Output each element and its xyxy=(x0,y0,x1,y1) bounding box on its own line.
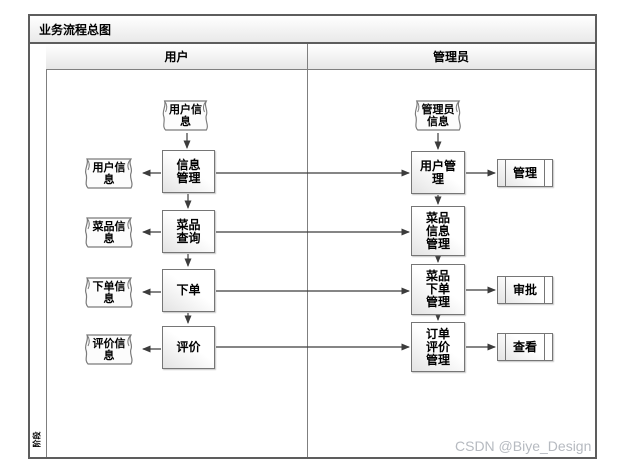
datastore-user-info-source: 用户信 息 xyxy=(157,99,214,132)
subprocess-label: 管理 xyxy=(512,165,537,180)
subprocess-view: 查看 xyxy=(497,333,553,361)
lane-header-user: 用户 xyxy=(46,44,307,70)
document-shape-icon xyxy=(414,100,461,131)
subprocess-left-bar xyxy=(505,160,506,186)
document-shape-icon xyxy=(84,277,133,308)
process-label: 订单 评价 管理 xyxy=(425,326,450,367)
process-dish-order-management: 菜品 下单 管理 xyxy=(411,264,465,315)
datastore-admin-info: 管理员 信息 xyxy=(409,99,467,132)
document-shape-icon xyxy=(84,334,133,365)
datastore-label: 管理员 信息 xyxy=(421,103,455,128)
subprocess-approve: 审批 xyxy=(497,276,553,304)
datastore-dish-info: 菜品信 息 xyxy=(79,216,139,249)
process-user-management: 用户管 理 xyxy=(411,151,465,194)
phase-strip: 阶段 xyxy=(30,44,47,457)
document-shape-icon xyxy=(162,100,208,131)
datastore-order-info: 下单信 息 xyxy=(79,276,139,309)
datastore-label: 用户信 息 xyxy=(92,161,126,186)
subprocess-label: 审批 xyxy=(512,282,537,297)
process-label: 下单 xyxy=(176,283,201,297)
process-label: 菜品 下单 管理 xyxy=(425,269,450,309)
datastore-review-info: 评价信 息 xyxy=(79,333,139,366)
diagram-title-bar: 业务流程总图 xyxy=(30,16,595,44)
lane-user-label: 用户 xyxy=(164,50,189,64)
csdn-watermark: CSDN @Biye_Design xyxy=(455,438,592,454)
diagram-title: 业务流程总图 xyxy=(39,22,112,37)
datastore-label: 菜品信 息 xyxy=(92,220,126,245)
datastore-label: 评价信 息 xyxy=(92,337,126,362)
document-shape-icon xyxy=(84,158,133,189)
subprocess-label: 查看 xyxy=(512,339,537,354)
lane-admin-label: 管理员 xyxy=(432,50,469,64)
process-label: 菜品 信息 管理 xyxy=(425,210,450,251)
datastore-label: 下单信 息 xyxy=(92,280,126,305)
process-order-review-management: 订单 评价 管理 xyxy=(411,322,465,372)
subprocess-right-bar xyxy=(544,334,545,360)
lane-divider xyxy=(307,44,308,457)
process-label: 信息 管理 xyxy=(176,157,201,185)
document-shape-icon xyxy=(84,217,133,248)
process-label: 用户管 理 xyxy=(419,158,456,186)
lane-header-admin: 管理员 xyxy=(307,44,595,70)
process-place-order: 下单 xyxy=(162,269,215,312)
datastore-user-info: 用户信 息 xyxy=(79,157,139,190)
subprocess-right-bar xyxy=(544,277,545,303)
process-label: 评价 xyxy=(176,340,201,354)
datastore-label: 用户信 息 xyxy=(169,103,202,128)
subprocess-left-bar xyxy=(505,334,506,360)
process-info-management: 信息 管理 xyxy=(162,150,215,193)
process-review: 评价 xyxy=(162,326,215,369)
process-dish-info-management: 菜品 信息 管理 xyxy=(411,206,465,256)
subprocess-left-bar xyxy=(505,277,506,303)
process-label: 菜品 查询 xyxy=(176,217,201,245)
process-dish-query: 菜品 查询 xyxy=(162,210,215,253)
subprocess-manage: 管理 xyxy=(497,159,553,187)
subprocess-right-bar xyxy=(544,160,545,186)
